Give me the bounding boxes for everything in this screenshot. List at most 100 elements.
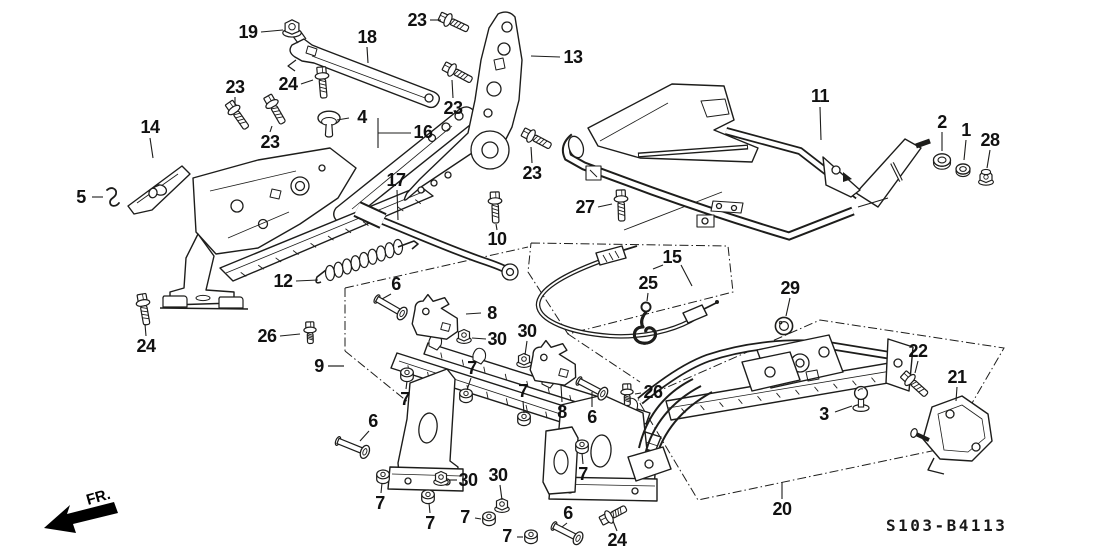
push-nut-icon xyxy=(376,469,390,485)
part-corner-cover xyxy=(127,165,191,215)
part-center-bracket xyxy=(287,31,441,109)
part-label-17: 17 xyxy=(386,170,406,190)
part-label-7: 7 xyxy=(502,526,512,546)
bolt-icon xyxy=(224,99,250,130)
part-seat-track-left-assembly xyxy=(159,106,477,310)
spring-hook-icon xyxy=(632,301,657,345)
bolt-icon xyxy=(135,292,151,326)
part-label-1: 1 xyxy=(961,120,971,140)
part-label-7: 7 xyxy=(460,507,470,527)
part-label-30: 30 xyxy=(458,470,478,490)
push-nut-icon xyxy=(459,388,473,404)
part-label-30: 30 xyxy=(488,465,508,485)
fr-direction-arrow-icon: FR. xyxy=(44,486,118,533)
part-label-27: 27 xyxy=(575,197,595,217)
part-label-6: 6 xyxy=(368,411,378,431)
part-label-21: 21 xyxy=(947,367,967,387)
part-label-24: 24 xyxy=(278,74,298,94)
bolt-icon xyxy=(303,321,317,345)
part-label-23: 23 xyxy=(443,98,463,118)
part-control-cable xyxy=(535,245,719,339)
parts-artwork-layer xyxy=(127,11,993,502)
wire-clip-icon xyxy=(106,187,120,207)
push-nut-icon xyxy=(482,511,496,527)
part-label-6: 6 xyxy=(563,503,573,523)
release-button-icon xyxy=(317,110,341,138)
part-label-7: 7 xyxy=(400,389,410,409)
push-nut-icon xyxy=(575,439,589,455)
part-latch-bracket xyxy=(910,395,993,475)
part-label-14: 14 xyxy=(140,117,160,137)
part-label-4: 4 xyxy=(357,107,367,127)
part-label-3: 3 xyxy=(819,404,829,424)
part-label-26: 26 xyxy=(257,326,277,346)
cap-nut-icon xyxy=(978,168,994,186)
part-tension-spring xyxy=(315,238,419,284)
part-rear-seat-frame xyxy=(562,83,931,241)
part-label-16: 16 xyxy=(413,122,433,142)
part-label-25: 25 xyxy=(638,273,658,293)
push-nut-icon xyxy=(524,529,538,545)
part-label-2: 2 xyxy=(937,112,947,132)
part-label-9: 9 xyxy=(314,356,324,376)
part-label-12: 12 xyxy=(273,271,293,291)
flange-nut-icon xyxy=(282,19,302,38)
part-label-28: 28 xyxy=(980,130,1000,150)
part-label-7: 7 xyxy=(425,513,435,533)
part-label-20: 20 xyxy=(772,499,792,519)
push-nut-icon xyxy=(421,489,435,505)
clevis-pin-icon xyxy=(334,436,371,460)
bolt-icon xyxy=(314,66,330,99)
flange-nut-icon xyxy=(516,352,532,368)
part-label-11: 11 xyxy=(811,86,830,106)
part-label-7: 7 xyxy=(518,381,528,401)
part-label-19: 19 xyxy=(238,22,258,42)
flange-nut-icon xyxy=(433,470,449,486)
flange-nut-icon xyxy=(494,497,510,513)
part-label-6: 6 xyxy=(587,407,597,427)
bolt-icon xyxy=(900,370,929,397)
bolt-icon xyxy=(437,11,470,33)
clevis-pin-icon xyxy=(575,376,609,401)
part-label-18: 18 xyxy=(357,27,377,47)
grommet-icon xyxy=(774,316,794,336)
part-label-22: 22 xyxy=(908,341,928,361)
bolt-icon xyxy=(598,505,628,526)
clevis-pin-icon xyxy=(550,521,584,546)
bolt-icon xyxy=(487,191,503,224)
part-label-10: 10 xyxy=(487,229,507,249)
part-label-7: 7 xyxy=(375,493,385,513)
part-label-23: 23 xyxy=(407,10,427,30)
part-label-6: 6 xyxy=(391,274,401,294)
part-label-29: 29 xyxy=(780,278,800,298)
part-label-23: 23 xyxy=(260,132,280,152)
part-label-13: 13 xyxy=(563,47,583,67)
part-label-23: 23 xyxy=(522,163,542,183)
part-adjuster-rod xyxy=(353,201,519,281)
push-nut-icon xyxy=(400,367,414,383)
flange-nut-icon xyxy=(456,328,472,344)
leader-lines-layer xyxy=(92,19,991,538)
bolt-icon xyxy=(613,189,629,222)
bolt-icon xyxy=(620,383,634,407)
part-label-24: 24 xyxy=(136,336,156,356)
bushing-washer-icon xyxy=(932,153,952,170)
part-lock-bracket-a xyxy=(411,293,459,340)
part-label-26: 26 xyxy=(643,382,663,402)
part-lock-bracket-b xyxy=(529,339,577,386)
part-label-30: 30 xyxy=(517,321,537,341)
part-right-link-assembly xyxy=(542,334,914,495)
part-label-24: 24 xyxy=(607,530,627,550)
part-label-8: 8 xyxy=(557,402,567,422)
part-label-5: 5 xyxy=(76,187,86,207)
part-recliner-arm xyxy=(403,11,523,201)
clevis-pin-icon xyxy=(373,294,408,321)
push-nut-icon xyxy=(517,411,531,427)
bolt-icon xyxy=(520,127,552,150)
bolt-icon xyxy=(441,61,473,84)
part-label-30: 30 xyxy=(487,329,507,349)
part-label-7: 7 xyxy=(467,358,477,378)
